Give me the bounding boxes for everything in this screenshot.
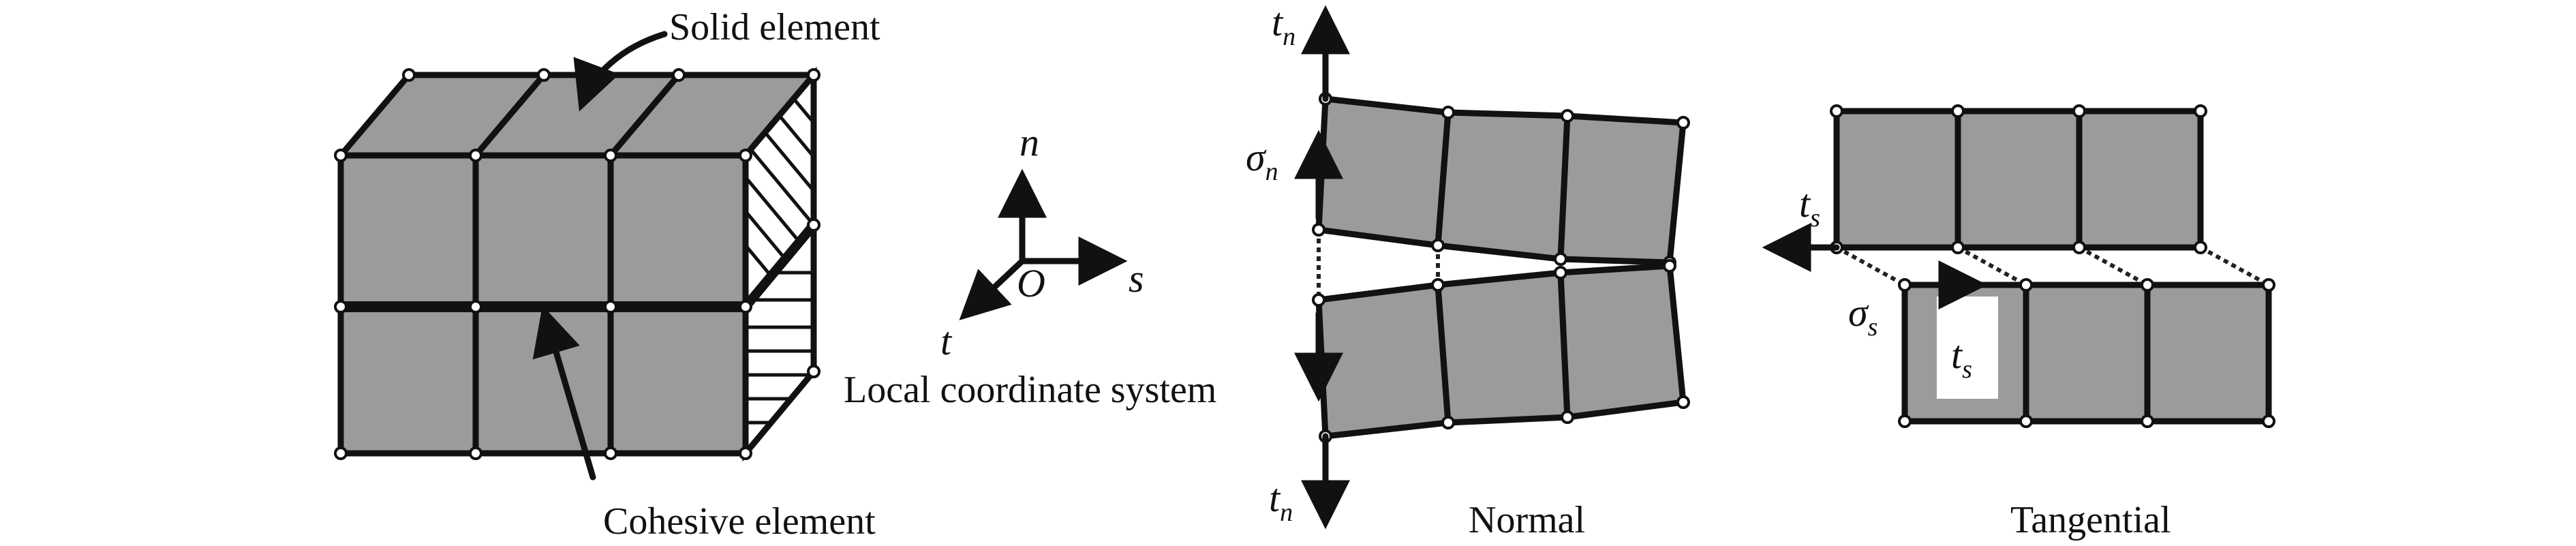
origin-label: O xyxy=(1017,261,1045,305)
axis-n-label: n xyxy=(1019,120,1039,164)
block-3d xyxy=(334,31,821,481)
axis-s-label: s xyxy=(1129,256,1144,301)
tangential-ts-inner-label: ts xyxy=(1951,333,1972,384)
local-coordinate-system-label: Local coordinate system xyxy=(844,369,1216,411)
normal-caption: Normal xyxy=(1469,499,1585,541)
tangential-caption: Tangential xyxy=(2010,499,2171,541)
solid-element-label: Solid element xyxy=(669,6,880,48)
cohesive-element-label: Cohesive element xyxy=(603,500,876,543)
tangential-sigma-s-label: σs xyxy=(1848,290,1877,342)
normal-tn-bottom-label: tn xyxy=(1269,476,1293,527)
axis-t-label: t xyxy=(940,319,953,363)
tangential-mode xyxy=(1762,104,2275,428)
tangential-ts-left-label: ts xyxy=(1799,181,1820,232)
normal-mode xyxy=(1294,5,1690,530)
normal-sigma-n-label: σn xyxy=(1246,135,1278,186)
local-axes xyxy=(959,168,1128,320)
normal-tn-top-label: tn xyxy=(1272,0,1295,51)
